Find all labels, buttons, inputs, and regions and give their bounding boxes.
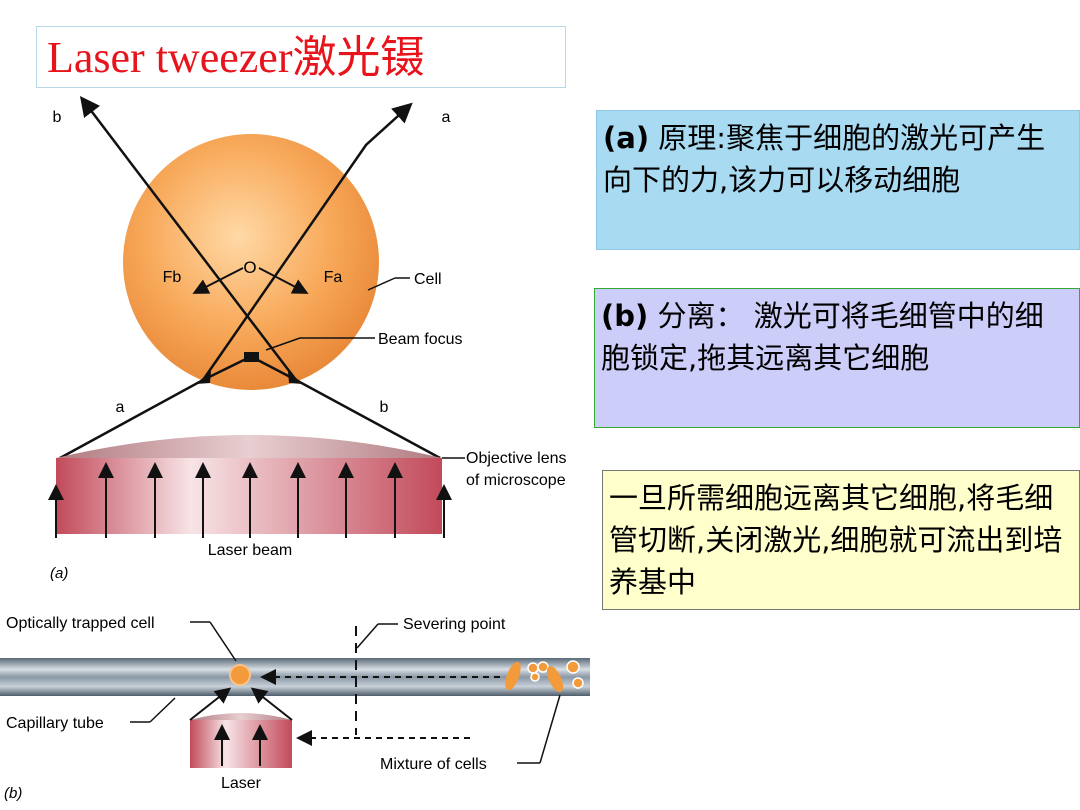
panel-c-text: 一旦所需细胞远离其它细胞,将毛细管切断,关闭激光,细胞就可流出到培养基中 xyxy=(609,481,1063,599)
trapped-cell xyxy=(229,664,251,686)
force-b-arrow xyxy=(192,267,244,294)
trapped-cell-label: Optically trapped cell xyxy=(6,615,155,632)
capillary-tube-label: Capillary tube xyxy=(6,715,104,732)
laser-beam-label: Laser beam xyxy=(208,542,293,559)
panel-separation: (b) 分离： 激光可将毛细管中的细胞锁定,拖其远离其它细胞 xyxy=(594,288,1080,428)
force-b-label: Fb xyxy=(163,269,182,286)
laser-source xyxy=(190,713,292,768)
ray-b-bottom-label: b xyxy=(380,399,389,416)
objective-lens-label-1: Objective lens xyxy=(466,450,567,467)
objective-lens-label-2: of microscope xyxy=(466,472,566,489)
panel-release: 一旦所需细胞远离其它细胞,将毛细管切断,关闭激光,细胞就可流出到培养基中 xyxy=(602,470,1080,610)
panel-a-text: 原理:聚焦于细胞的激光可产生向下的力,该力可以移动细胞 xyxy=(603,121,1046,197)
ray-a xyxy=(59,102,413,460)
panel-b-text: 分离： 激光可将毛细管中的细胞锁定,拖其远离其它细胞 xyxy=(601,299,1044,375)
laser-label: Laser xyxy=(221,775,262,792)
capillary-tube xyxy=(0,658,590,696)
force-a-label: Fa xyxy=(324,269,343,286)
slide-title: Laser tweezer激光镊 xyxy=(47,33,425,82)
mixture-label: Mixture of cells xyxy=(380,756,487,773)
laser-rays xyxy=(59,96,441,460)
ray-b xyxy=(79,96,441,460)
title-box: Laser tweezer激光镊 xyxy=(36,26,566,88)
cell-label: Cell xyxy=(414,271,442,288)
panel-b-label: (b) xyxy=(601,299,649,333)
panel-a-label: (a) xyxy=(603,121,650,155)
panel-a-diagram-label: (a) xyxy=(50,565,68,582)
ray-b-top-label: b xyxy=(53,109,62,126)
cell-mixture xyxy=(505,660,584,692)
beam-focus-mark xyxy=(244,352,259,362)
panel-b-diagram-label: (b) xyxy=(4,785,22,802)
force-a-arrow xyxy=(258,267,309,294)
panel-principle: (a) 原理:聚焦于细胞的激光可产生向下的力,该力可以移动细胞 xyxy=(596,110,1080,250)
origin-label: O xyxy=(243,258,256,277)
ray-a-bottom-label: a xyxy=(116,399,125,416)
severing-point-label: Severing point xyxy=(403,616,506,633)
laser-beam-arrows xyxy=(48,462,452,538)
beam-focus-label: Beam focus xyxy=(378,331,462,348)
ray-a-top-label: a xyxy=(442,109,451,126)
laser-tweezer-diagram: O Fb Fa Cell Beam focus b a a b Objectiv… xyxy=(0,96,590,802)
cell-sphere xyxy=(123,134,379,390)
